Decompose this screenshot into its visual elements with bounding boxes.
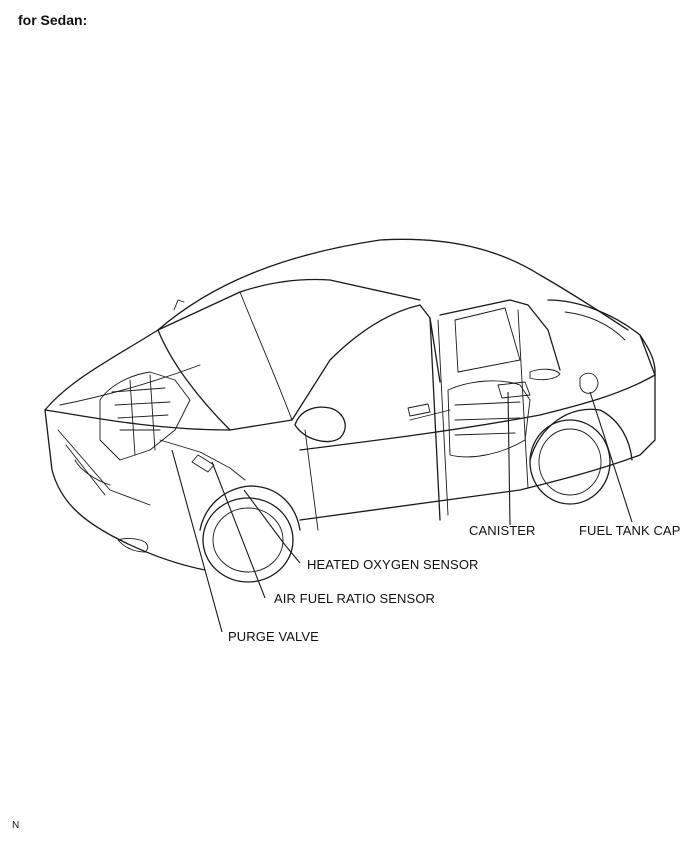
fuel-tank-assembly (409, 372, 599, 458)
leader-lines (171, 391, 633, 633)
air-fuel-ratio-sensor-label: AIR FUEL RATIO SENSOR (274, 591, 436, 606)
fuel-tank-cap-label: FUEL TANK CAP (579, 523, 681, 538)
heated-oxygen-sensor-label: HEATED OXYGEN SENSOR (307, 557, 479, 572)
car-body-outline (44, 238, 656, 583)
engine-assembly (99, 371, 246, 481)
page-title: for Sedan: (18, 12, 88, 28)
corner-mark: N (12, 820, 20, 831)
canister-label: CANISTER (469, 523, 536, 538)
purge-valve-label: PURGE VALVE (228, 629, 319, 644)
